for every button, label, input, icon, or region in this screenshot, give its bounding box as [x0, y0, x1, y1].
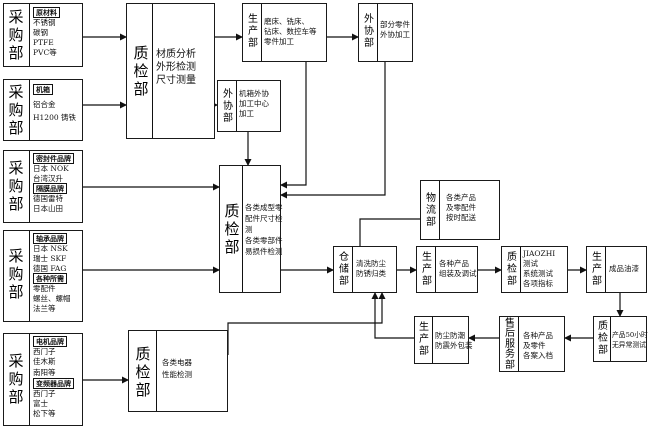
outsource-chassis-box: 外协部 机箱外协 加工中心 加工: [217, 80, 281, 132]
arrow-qc3-to-warehouse: [227, 292, 386, 355]
outsource-dept-label: 外协部: [364, 14, 374, 49]
production-dept-label: 生产部: [248, 14, 258, 49]
qc-dept-label: 质检部: [598, 321, 608, 356]
supplier-item-list: 轴承品牌 日本 NSK 瑞士 SKF 德国 FAG 各种所需 零配件 螺丝、螺帽…: [33, 233, 71, 313]
qc-dept-label: 质检部: [135, 345, 151, 399]
packing-tasks: 防尘防潮 防震外包装: [435, 331, 473, 350]
qc-material-box: 质检部 材质分析 外形检测 尺寸测量: [126, 3, 215, 139]
chassis-outsource-tasks: 机箱外协 加工中心 加工: [239, 89, 269, 118]
qc-dept-label: 质检部: [133, 44, 149, 98]
aftersales-tasks: 各种产品 及零件 各案入档: [523, 331, 553, 360]
arrow-packing-to-warehouse: [371, 292, 414, 339]
outsource-parts-box: 外协部 部分零件 外协加工: [358, 3, 413, 62]
qc-parts-tasks: 各类成型零 配件尺寸检 测 各类零部件 易损件检测: [245, 203, 283, 256]
production-assembly-box: 生产部 各种产品 组装及调试: [416, 246, 478, 293]
supplier-raw-material-box: 采购部 原材料 不锈钢 碳钢 PTFE PVC等: [3, 3, 83, 67]
chassis-tag: 机箱: [33, 84, 53, 95]
seal-brand-tag: 密封件品牌: [33, 153, 74, 164]
logistics-tasks: 各类产品 及零配件 按时配送: [446, 193, 476, 222]
supplier-seals-box: 采购部 密封件品牌 日本 NOK 台湾汉升 隔膜品牌 德国雷特 日本山田: [3, 150, 83, 223]
assembly-tasks: 各种产品 组装及调试: [439, 259, 477, 278]
supplier-dept-label: 采购部: [8, 8, 24, 62]
qc-electrical-tasks: 各类电器 性能检测: [162, 358, 192, 379]
qc-dept-label: 质检部: [224, 202, 240, 256]
production-dept-label: 生产部: [422, 252, 432, 287]
warehouse-tasks: 清洗防尘 防锈归类: [356, 259, 386, 278]
supplier-chassis-box: 采购部 机箱 铝合金 H1200 铸铁: [3, 79, 83, 141]
inverter-brand-tag: 变频器品牌: [33, 377, 74, 389]
painting-tasks: 成品油漆: [609, 264, 639, 273]
aftersales-dept-label: 售后服务部: [505, 318, 515, 371]
supplier-item-list: 机箱 铝合金 H1200 铸铁: [33, 84, 77, 122]
supplier-item-list: 密封件品牌 日本 NOK 台湾汉升 隔膜品牌 德国雷特 日本山田: [33, 153, 74, 213]
supplier-item-list: 原材料 不锈钢 碳钢 PTFE PVC等: [33, 7, 60, 58]
arrow-outsource-to-qc2: [280, 62, 386, 199]
outsource-parts-tasks: 部分零件 外协加工: [380, 20, 410, 39]
diaphragm-brand-tag: 隔膜品牌: [33, 183, 67, 194]
production-dept-label: 生产部: [592, 252, 602, 287]
production-painting-box: 生产部 成品油漆: [586, 246, 647, 293]
supplier-item-list: 电机品牌 西门子 佳木斯 南阳等 变频器品牌 西门子 富士 松下等: [33, 336, 74, 420]
outsource-dept-label: 外协部: [223, 89, 233, 124]
logistics-dept-label: 物流部: [426, 193, 436, 228]
supplier-dept-label: 采购部: [8, 159, 24, 213]
endurance-test-tasks: 产品50小时 无异常测试: [612, 331, 648, 349]
production-machining-box: 生产部 磨床、铣床、 钻床、数控车等 零件加工: [242, 3, 327, 62]
qc-electrical-box: 质检部 各类电器 性能检测: [128, 330, 228, 412]
qc-parts-box: 质检部 各类成型零 配件尺寸检 测 各类零部件 易损件检测: [219, 165, 283, 293]
machining-tasks: 磨床、铣床、 钻床、数控车等 零件加工: [264, 17, 317, 46]
warehouse-dept-label: 仓储部: [339, 252, 349, 287]
supplier-bearings-box: 采购部 轴承品牌 日本 NSK 瑞士 SKF 德国 FAG 各种所需 零配件 螺…: [3, 230, 83, 322]
motor-brand-tag: 电机品牌: [33, 336, 67, 347]
arrow-machining-to-qc2: [280, 62, 307, 189]
qc-system-test-box: 质检部 JIAOZHI 测试 系统测试 各项指标: [501, 246, 568, 293]
aftersales-box: 售后服务部 各种产品 及零件 各案入档: [499, 316, 565, 372]
production-packing-box: 生产部 防尘防潮 防震外包装: [414, 316, 473, 364]
warehouse-box: 仓储部 清洗防尘 防锈归类: [333, 246, 397, 293]
bearing-brand-tag: 轴承品牌: [33, 233, 67, 244]
supplier-dept-label: 采购部: [8, 247, 24, 301]
supplier-dept-label: 采购部: [8, 83, 24, 137]
supplier-dept-label: 采购部: [8, 352, 24, 406]
system-test-tasks: JIAOZHI 测试 系统测试 各项指标: [523, 249, 556, 288]
misc-parts-tag: 各种所需: [33, 273, 67, 285]
qc-endurance-test-box: 质检部 产品50小时 无异常测试: [593, 316, 648, 362]
qc-material-tasks: 材质分析 外形检测 尺寸测量: [156, 49, 196, 86]
qc-dept-label: 质检部: [507, 252, 517, 287]
raw-material-tag: 原材料: [33, 7, 60, 18]
production-dept-label: 生产部: [419, 322, 429, 357]
logistics-box: 物流部 各类产品 及零配件 按时配送: [420, 180, 500, 240]
supplier-motors-box: 采购部 电机品牌 西门子 佳木斯 南阳等 变频器品牌 西门子 富士 松下等: [3, 333, 83, 426]
